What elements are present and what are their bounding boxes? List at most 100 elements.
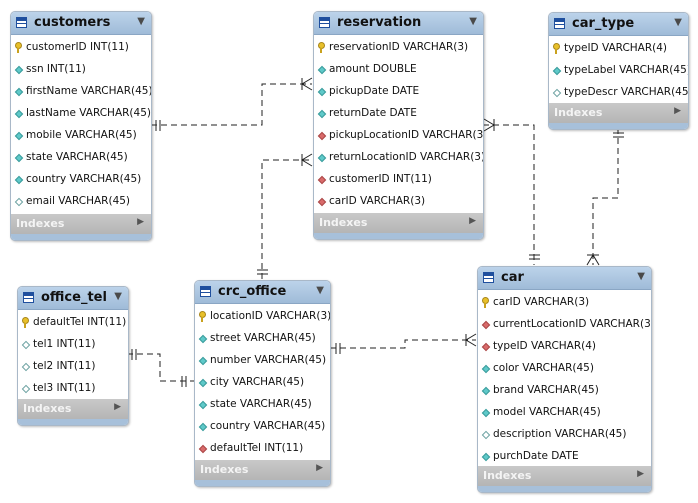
indexes-section[interactable]: Indexes ▶ [549, 103, 688, 123]
rel-crc-office-reservation [261, 159, 312, 279]
many-marker [301, 77, 313, 91]
table-bottom-bar [314, 233, 483, 239]
column-row[interactable]: ssn INT(11) [11, 59, 151, 81]
column-row[interactable]: description VARCHAR(45) [478, 424, 651, 446]
collapse-arrow-icon[interactable]: ▼ [637, 271, 645, 282]
column-row[interactable]: typeLabel VARCHAR(45) [549, 60, 688, 82]
collapse-arrow-icon[interactable]: ▼ [137, 16, 145, 27]
table-reservation[interactable]: reservation ▼ reservationID VARCHAR(3) a… [313, 11, 484, 240]
nullable-column-icon [21, 384, 31, 394]
indexes-section[interactable]: Indexes ▶ [195, 460, 330, 480]
column-row[interactable]: city VARCHAR(45) [195, 372, 330, 394]
table-office-tel[interactable]: office_tel ▼ defaultTel INT(11) tel1 INT… [17, 286, 129, 426]
table-header[interactable]: reservation ▼ [314, 12, 483, 35]
table-header[interactable]: office_tel ▼ [18, 287, 128, 310]
column-label: customerID INT(11) [329, 173, 432, 185]
not-null-column-icon [481, 364, 491, 374]
column-row[interactable]: state VARCHAR(45) [11, 147, 151, 169]
one-marker [131, 349, 137, 360]
nullable-column-icon [21, 340, 31, 350]
column-row[interactable]: typeID VARCHAR(4) [549, 38, 688, 60]
column-row[interactable]: locationID VARCHAR(3) [195, 306, 330, 328]
column-row[interactable]: country VARCHAR(45) [195, 416, 330, 438]
indexes-label: Indexes [483, 469, 532, 482]
table-car[interactable]: car ▼ carID VARCHAR(3) currentLocationID… [477, 266, 652, 493]
column-label: tel2 INT(11) [33, 360, 96, 372]
table-header[interactable]: car_type ▼ [549, 13, 688, 36]
column-row[interactable]: firstName VARCHAR(45) [11, 81, 151, 103]
foreign-key-icon [317, 131, 327, 141]
column-row[interactable]: defaultTel INT(11) [195, 438, 330, 460]
table-car-type[interactable]: car_type ▼ typeID VARCHAR(4) typeLabel V… [548, 12, 689, 130]
indexes-section[interactable]: Indexes ▶ [478, 466, 651, 486]
column-row[interactable]: carID VARCHAR(3) [478, 292, 651, 314]
column-row[interactable]: state VARCHAR(45) [195, 394, 330, 416]
rel-office-tel-crc-office [127, 353, 194, 382]
table-header[interactable]: crc_office ▼ [195, 281, 330, 304]
one-marker [155, 120, 161, 131]
column-row[interactable]: model VARCHAR(45) [478, 402, 651, 424]
column-row[interactable]: country VARCHAR(45) [11, 169, 151, 191]
indexes-section[interactable]: Indexes ▶ [11, 214, 151, 234]
not-null-column-icon [481, 408, 491, 418]
indexes-label: Indexes [554, 106, 603, 119]
column-row[interactable]: pickupLocationID VARCHAR(3) [314, 125, 483, 147]
primary-key-icon [199, 311, 206, 322]
indexes-section[interactable]: Indexes ▶ [18, 399, 128, 419]
column-row[interactable]: street VARCHAR(45) [195, 328, 330, 350]
expand-arrow-icon[interactable]: ▶ [469, 216, 476, 226]
column-row[interactable]: defaultTel INT(11) [18, 312, 128, 334]
collapse-arrow-icon[interactable]: ▼ [114, 291, 122, 302]
column-row[interactable]: customerID INT(11) [11, 37, 151, 59]
expand-arrow-icon[interactable]: ▶ [114, 402, 121, 412]
column-row[interactable]: amount DOUBLE [314, 59, 483, 81]
not-null-column-icon [14, 109, 24, 119]
column-label: lastName VARCHAR(45) [26, 107, 151, 119]
column-row[interactable]: mobile VARCHAR(45) [11, 125, 151, 147]
column-label: purchDate DATE [493, 450, 579, 462]
column-row[interactable]: returnLocationID VARCHAR(3) [314, 147, 483, 169]
indexes-label: Indexes [319, 216, 368, 229]
foreign-key-icon [198, 444, 208, 454]
column-row[interactable]: number VARCHAR(45) [195, 350, 330, 372]
expand-arrow-icon[interactable]: ▶ [637, 469, 644, 479]
column-row[interactable]: carID VARCHAR(3) [314, 191, 483, 213]
column-row[interactable]: reservationID VARCHAR(3) [314, 37, 483, 59]
table-crc-office[interactable]: crc_office ▼ locationID VARCHAR(3) stree… [194, 280, 331, 487]
one-marker [613, 132, 624, 138]
column-row[interactable]: typeDescr VARCHAR(45) [549, 82, 688, 104]
table-header[interactable]: car ▼ [478, 267, 651, 290]
column-row[interactable]: color VARCHAR(45) [478, 358, 651, 380]
collapse-arrow-icon[interactable]: ▼ [674, 17, 682, 28]
expand-arrow-icon[interactable]: ▶ [316, 463, 323, 473]
column-row[interactable]: tel1 INT(11) [18, 334, 128, 356]
column-row[interactable]: typeID VARCHAR(4) [478, 336, 651, 358]
table-customers[interactable]: customers ▼ customerID INT(11) ssn INT(1… [10, 11, 152, 241]
column-row[interactable]: returnDate DATE [314, 103, 483, 125]
foreign-key-icon [481, 342, 491, 352]
expand-arrow-icon[interactable]: ▶ [137, 217, 144, 227]
not-null-column-icon [14, 87, 24, 97]
collapse-arrow-icon[interactable]: ▼ [316, 285, 324, 296]
expand-arrow-icon[interactable]: ▶ [674, 106, 681, 116]
column-label: state VARCHAR(45) [210, 398, 312, 410]
column-row[interactable]: customerID INT(11) [314, 169, 483, 191]
table-header[interactable]: customers ▼ [11, 12, 151, 35]
column-row[interactable]: pickupDate DATE [314, 81, 483, 103]
column-row[interactable]: purchDate DATE [478, 446, 651, 468]
column-row[interactable]: brand VARCHAR(45) [478, 380, 651, 402]
column-row[interactable]: currentLocationID VARCHAR(3) [478, 314, 651, 336]
table-title: crc_office [218, 284, 287, 299]
many-marker [586, 254, 600, 266]
not-null-column-icon [481, 386, 491, 396]
column-row[interactable]: lastName VARCHAR(45) [11, 103, 151, 125]
indexes-section[interactable]: Indexes ▶ [314, 213, 483, 233]
column-row[interactable]: tel3 INT(11) [18, 378, 128, 400]
column-row[interactable]: tel2 INT(11) [18, 356, 128, 378]
collapse-arrow-icon[interactable]: ▼ [469, 16, 477, 27]
column-label: city VARCHAR(45) [210, 376, 305, 388]
column-label: amount DOUBLE [329, 63, 417, 75]
column-row[interactable]: email VARCHAR(45) [11, 191, 151, 213]
column-label: pickupDate DATE [329, 85, 420, 97]
